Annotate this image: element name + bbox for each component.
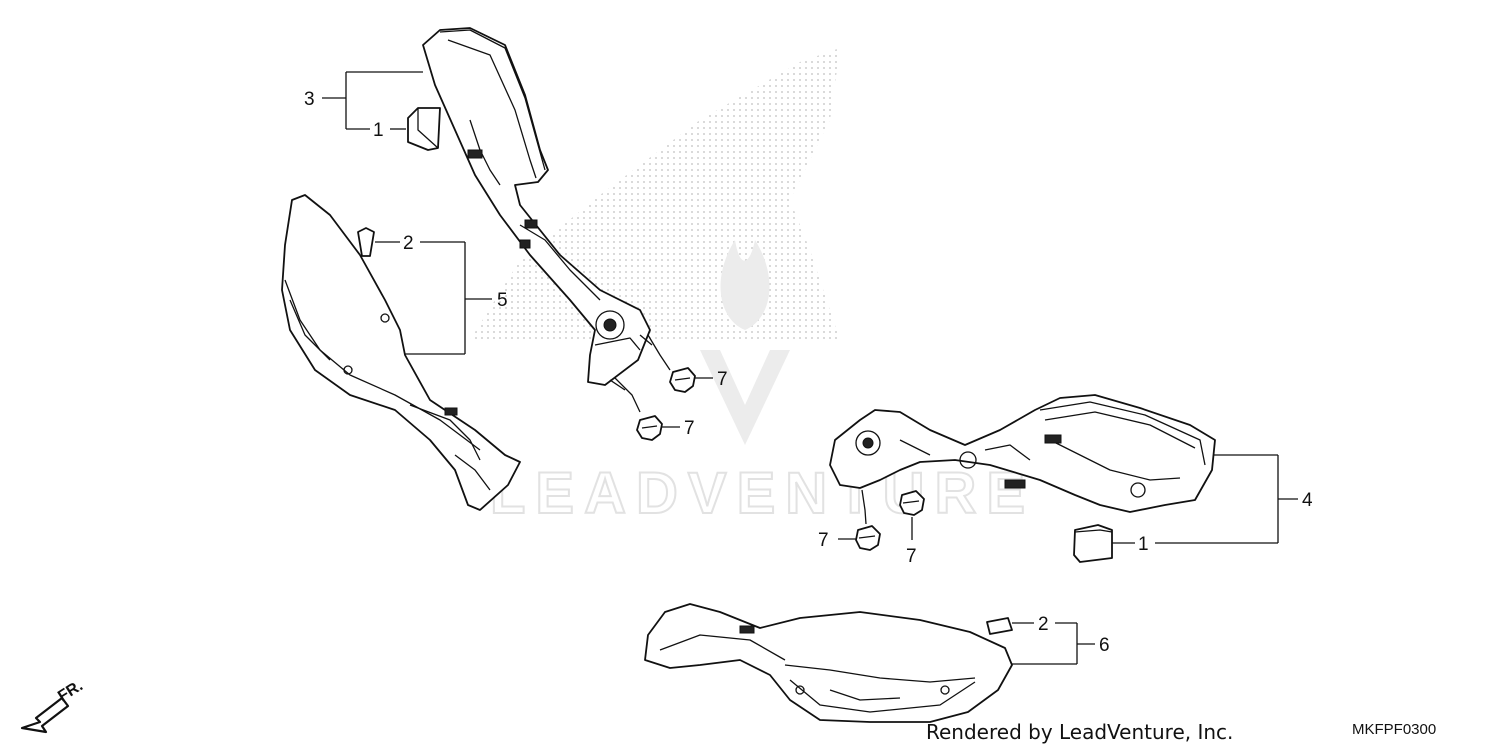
- callout-7-d: 7: [906, 546, 917, 567]
- diagram-code: MKFPF0300: [1352, 721, 1436, 738]
- screw-guide-line: [647, 334, 671, 371]
- screw-guide-line: [861, 489, 867, 525]
- front-direction-indicator: FR.: [20, 677, 86, 734]
- callout-7-c: 7: [818, 530, 829, 551]
- part-2-strip-bottom[interactable]: [986, 617, 1013, 635]
- brand-watermark: LEADVENTURE: [490, 461, 1035, 526]
- part-2-strip-left[interactable]: [357, 227, 375, 257]
- part-5-left-cover[interactable]: [281, 194, 521, 511]
- screw-guide-line: [614, 377, 641, 413]
- callout-3: 3: [304, 89, 315, 110]
- part-1-pad-right[interactable]: [1073, 524, 1113, 563]
- callout-6: 6: [1099, 635, 1110, 656]
- callout-1-right: 1: [1138, 534, 1149, 555]
- callout-2-left: 2: [403, 233, 414, 254]
- lv-emblem-watermark: [700, 240, 790, 445]
- callout-7-a: 7: [717, 369, 728, 390]
- part-6-right-cover[interactable]: [644, 603, 1013, 723]
- wing-watermark-shape: [470, 48, 840, 340]
- callout-1-top: 1: [373, 120, 384, 141]
- leader-lines: [322, 71, 1298, 665]
- part-4-inner-panel[interactable]: [829, 394, 1216, 513]
- part-7-grommet-c[interactable]: [855, 525, 881, 551]
- part-7-grommet-a[interactable]: [669, 367, 696, 393]
- callout-4: 4: [1302, 490, 1313, 511]
- callout-2-bottom: 2: [1038, 614, 1049, 635]
- part-1-pad-top[interactable]: [407, 107, 441, 151]
- part-7-grommet-b[interactable]: [636, 415, 663, 441]
- callout-5: 5: [497, 290, 508, 311]
- part-3-inner-panel[interactable]: [422, 27, 653, 391]
- callout-7-b: 7: [684, 418, 695, 439]
- part-7-grommet-d[interactable]: [899, 490, 925, 516]
- front-arrow-icon: [20, 696, 70, 734]
- rendered-by-credit: Rendered by LeadVenture, Inc.: [926, 720, 1233, 744]
